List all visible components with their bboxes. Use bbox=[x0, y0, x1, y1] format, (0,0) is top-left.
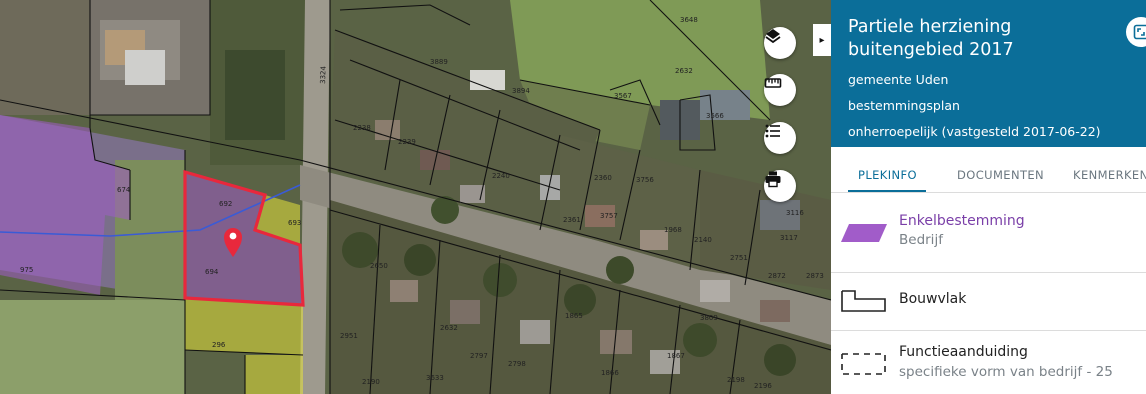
aerial-photo: 3648 3889 3894 2632 3567 3566 2238 2239 … bbox=[0, 0, 831, 394]
parcel-number: 2650 bbox=[370, 262, 388, 270]
parcel-number: 2751 bbox=[730, 254, 748, 262]
legend-divider bbox=[831, 330, 1146, 331]
legend-item-functieaanduiding[interactable]: Functieaanduiding specifieke vorm van be… bbox=[841, 340, 1146, 390]
legend-divider bbox=[831, 272, 1146, 273]
legend-title: Bouwvlak bbox=[899, 291, 967, 307]
parcel-number: 2198 bbox=[727, 376, 745, 384]
parcel-number: 2239 bbox=[398, 138, 416, 146]
plan-title: Partiele herziening buitengebied 2017 bbox=[848, 17, 1014, 60]
parcel-number: 2360 bbox=[594, 174, 612, 182]
print-button[interactable] bbox=[764, 170, 796, 202]
layers-icon bbox=[765, 29, 781, 44]
bouwvlak-outline-icon bbox=[841, 290, 886, 312]
parcel-number: 3116 bbox=[786, 209, 804, 217]
legend-title: Functieaanduiding bbox=[899, 344, 1028, 360]
parcel-number: 2632 bbox=[675, 67, 693, 75]
parcel-number: 3567 bbox=[614, 92, 632, 100]
municipality: gemeente Uden bbox=[848, 72, 949, 87]
layers-button[interactable] bbox=[764, 27, 796, 59]
parcel-number: 674 bbox=[117, 186, 131, 194]
parcel-number: 2361 bbox=[563, 216, 581, 224]
ruler-icon bbox=[764, 78, 782, 88]
list-icon bbox=[765, 124, 780, 138]
parcel-number: 1866 bbox=[601, 369, 619, 377]
parcel-number: 692 bbox=[219, 200, 232, 208]
parcel-number: 296 bbox=[212, 341, 226, 349]
expand-button[interactable] bbox=[1126, 17, 1146, 47]
plan-type: bestemmingsplan bbox=[848, 98, 960, 113]
parcel-number: 3117 bbox=[780, 234, 798, 242]
parcel-number: 3566 bbox=[706, 112, 724, 120]
chevron-right-icon: ▸ bbox=[819, 34, 825, 46]
legend-subtitle: specifieke vorm van bedrijf - 25 bbox=[899, 364, 1113, 380]
legend-title: Enkelbestemming bbox=[899, 213, 1025, 229]
panel-tabs: PLEKINFO DOCUMENTEN KENMERKEN bbox=[831, 160, 1146, 192]
expand-icon bbox=[1133, 24, 1146, 40]
parcel-number: 694 bbox=[205, 268, 219, 276]
parcel-number: 2190 bbox=[362, 378, 380, 386]
active-tab-indicator bbox=[848, 190, 926, 192]
dashed-outline-icon bbox=[841, 353, 886, 375]
tab-plekinfo[interactable]: PLEKINFO bbox=[858, 168, 918, 182]
info-panel: Partiele herziening buitengebied 2017 ge… bbox=[831, 0, 1146, 394]
parcel-number: 2797 bbox=[470, 352, 488, 360]
parcel-number: 693 bbox=[288, 219, 301, 227]
plan-status: onherroepelijk (vastgesteld 2017-06-22) bbox=[848, 124, 1101, 139]
parcel-number: 3757 bbox=[600, 212, 618, 220]
map-view[interactable]: 3648 3889 3894 2632 3567 3566 2238 2239 … bbox=[0, 0, 831, 394]
parcel-number: 1867 bbox=[667, 352, 685, 360]
tabs-divider bbox=[831, 192, 1146, 193]
parcel-number: 3756 bbox=[636, 176, 654, 184]
parcel-number: 3809 bbox=[700, 314, 718, 322]
parcel-number: 2872 bbox=[768, 272, 786, 280]
collapse-panel-button[interactable]: ▸ bbox=[813, 24, 831, 56]
parcel-number: 2196 bbox=[754, 382, 772, 390]
parcel-number: 2873 bbox=[806, 272, 824, 280]
measure-button[interactable] bbox=[764, 74, 796, 106]
parcel-number: 3633 bbox=[426, 374, 444, 382]
purple-parallelogram-icon bbox=[841, 224, 887, 242]
location-marker-icon[interactable] bbox=[224, 228, 242, 257]
parcel-number: 1865 bbox=[565, 312, 583, 320]
plan-header: Partiele herziening buitengebied 2017 ge… bbox=[831, 0, 1146, 147]
parcel-number: 2238 bbox=[353, 124, 371, 132]
tab-documenten[interactable]: DOCUMENTEN bbox=[957, 168, 1045, 182]
legend-item-enkelbestemming[interactable]: Enkelbestemming Bedrijf bbox=[841, 208, 1146, 268]
parcel-number: 2140 bbox=[694, 236, 712, 244]
parcel-number: 3889 bbox=[430, 58, 448, 66]
parcel-number: 3648 bbox=[680, 16, 698, 24]
legend-list-button[interactable] bbox=[764, 122, 796, 154]
legend-item-bouwvlak[interactable]: Bouwvlak bbox=[841, 282, 1146, 322]
tab-kenmerken[interactable]: KENMERKEN bbox=[1073, 168, 1146, 182]
parcel-number: 2240 bbox=[492, 172, 510, 180]
parcel-number: 2798 bbox=[508, 360, 526, 368]
parcel-number: 2632 bbox=[440, 324, 458, 332]
parcel-number: 3324 bbox=[319, 65, 328, 84]
parcel-number: 3894 bbox=[512, 87, 530, 95]
parcel-number: 2951 bbox=[340, 332, 358, 340]
parcel-number: 975 bbox=[20, 266, 33, 274]
printer-icon bbox=[765, 171, 781, 188]
legend-subtitle: Bedrijf bbox=[899, 232, 943, 248]
selected-parcel-outline bbox=[183, 169, 305, 307]
parcel-number: 1968 bbox=[664, 226, 682, 234]
